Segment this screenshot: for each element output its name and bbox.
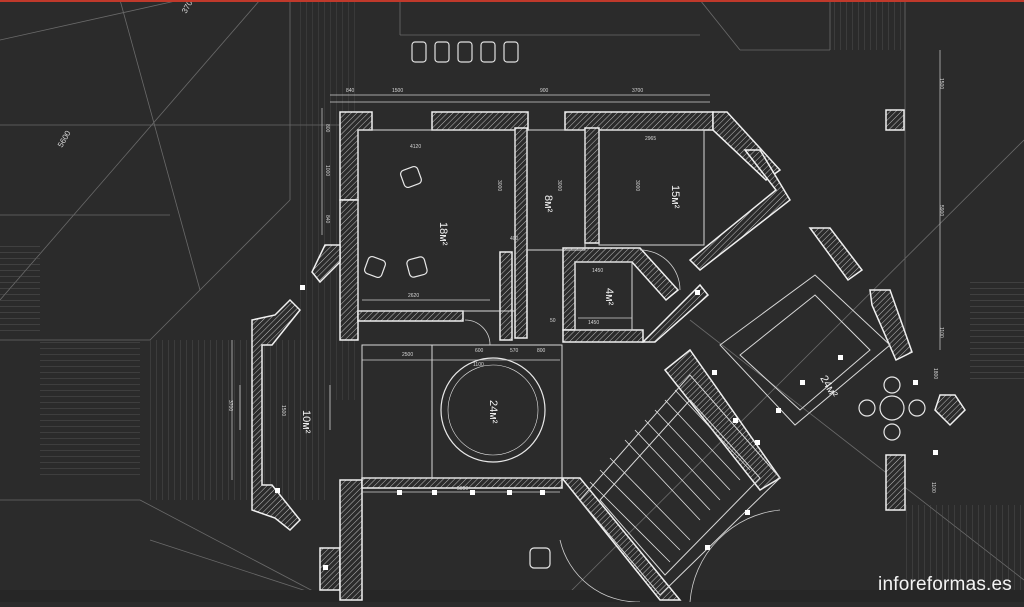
room-label-15: 15м²: [669, 185, 681, 209]
dim-3000-c: 3000: [634, 180, 640, 191]
dim-840-left: 840: [324, 215, 330, 224]
dim-1500-right: 1500: [938, 78, 944, 89]
dim-1800: 1800: [932, 368, 938, 379]
dim-800: 800: [537, 348, 546, 354]
outdoor-table-set: [858, 376, 926, 441]
dim-1500-left: 1500: [280, 405, 286, 416]
room-label-24-right: 24м²: [817, 374, 839, 401]
dim-2965: 2965: [645, 136, 656, 142]
dim-900: 900: [540, 88, 549, 94]
room-label-8: 8м²: [542, 195, 554, 213]
dim-570: 570: [510, 348, 519, 354]
dim-800-left: 800: [324, 124, 330, 133]
interior-outlines: [357, 129, 891, 596]
dim-5600: 5600: [56, 129, 73, 149]
round-table: [440, 357, 546, 463]
top-chair-row: [411, 41, 519, 63]
column-markers: [275, 285, 938, 570]
dim-3700-left: 3700: [227, 400, 233, 411]
staircase: [589, 389, 751, 563]
dim-1450-a: 1450: [592, 268, 603, 274]
armchairs: [363, 165, 551, 569]
dim-3000-a: 3000: [496, 180, 502, 191]
dim-3700-diag: 3700: [180, 0, 197, 15]
dim-840: 840: [346, 88, 355, 94]
walls: [251, 109, 966, 601]
room-label-4: 4м²: [603, 288, 615, 306]
dim-1100: 1100: [473, 362, 484, 368]
dim-5090: 5090: [457, 486, 468, 492]
watermark: inforeformas.es: [878, 574, 1012, 595]
top-accent-bar: [0, 0, 1024, 2]
dim-5900: 5900: [938, 205, 944, 216]
dim-400: 400: [510, 236, 519, 242]
dim-1000: 1000: [324, 165, 330, 176]
door-swings: [239, 249, 781, 603]
dim-4120: 4120: [410, 144, 421, 150]
dim-2620: 2620: [408, 293, 419, 299]
dim-3700-top: 3700: [632, 88, 643, 94]
dim-2500: 2500: [402, 352, 413, 358]
dim-1100-bottom: 1100: [930, 482, 936, 493]
dim-1500: 1500: [392, 88, 403, 94]
dim-600: 600: [475, 348, 484, 354]
dim-3000-b: 3000: [556, 180, 562, 191]
room-label-10: 10м²: [300, 410, 312, 434]
dim-1450-b: 1450: [588, 320, 599, 326]
dim-1100-right: 1100: [938, 327, 944, 338]
dimension-lines: [231, 50, 941, 493]
room-label-18: 18м²: [437, 222, 449, 246]
dim-50: 50: [550, 318, 556, 324]
room-label-24-center: 24м²: [487, 400, 499, 424]
